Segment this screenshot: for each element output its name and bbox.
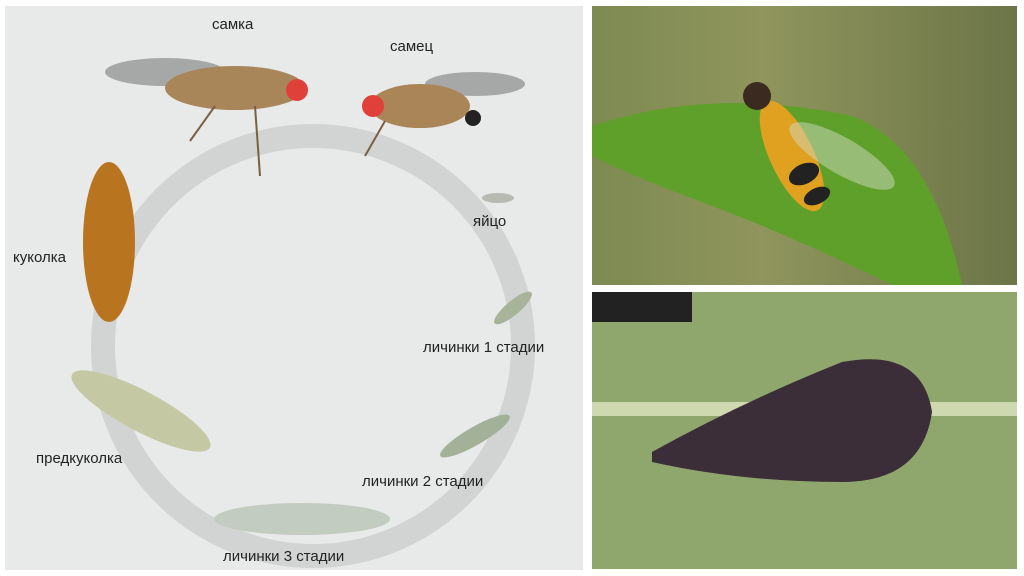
life-cycle-diagram: самка самец яйцо личинки 1 стадии личинк…	[5, 6, 583, 570]
larva-1	[494, 291, 532, 325]
larva-2	[440, 414, 510, 458]
cycle-ring	[91, 124, 535, 568]
pupa	[652, 359, 932, 482]
pupa	[83, 162, 135, 322]
hoverfly	[743, 82, 895, 212]
hoverfly-photo	[592, 6, 1017, 285]
male-fly	[362, 72, 525, 157]
label-prepupa: предкуколка	[36, 450, 123, 467]
label-male: самец	[390, 38, 434, 55]
egg	[482, 193, 514, 203]
label-pupa: куколка	[13, 249, 66, 266]
leaf	[592, 103, 962, 285]
label-female: самка	[212, 16, 254, 33]
label-larva-2: личинки 2 стадии	[362, 473, 484, 490]
label-larva-1: личинки 1 стадии	[423, 339, 545, 356]
label-egg: яйцо	[473, 213, 507, 230]
prepupa	[71, 370, 211, 452]
larva-3	[214, 503, 390, 535]
life-cycle-illustration	[71, 58, 535, 568]
female-fly	[105, 58, 308, 177]
label-larva-3: личинки 3 стадии	[223, 548, 345, 565]
pupa-photo	[592, 292, 1017, 569]
